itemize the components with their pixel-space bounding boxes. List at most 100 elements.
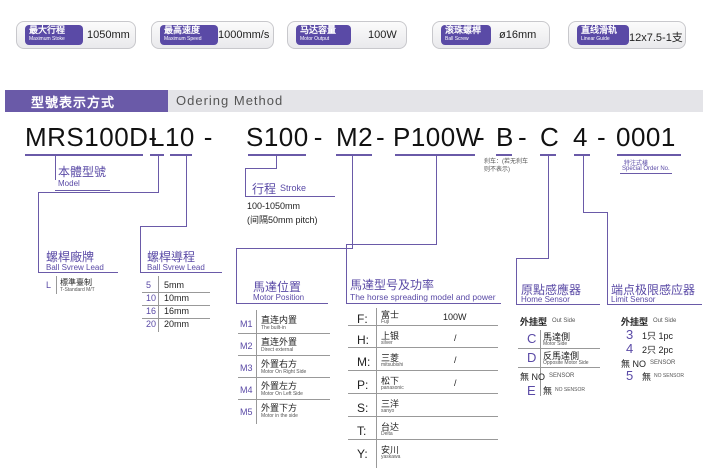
lead-value: 10mm: [164, 293, 190, 303]
motor-pos-row-divider: [238, 377, 330, 378]
lead-rule: [140, 272, 222, 273]
power-connector: [346, 244, 437, 245]
home-value: 馬達側: [543, 332, 571, 342]
spec-label-en: Maximum Speed: [164, 36, 202, 42]
power-value: 三洋: [381, 399, 400, 409]
code-special: 0001: [616, 122, 676, 152]
code-motor-pos: M2: [336, 122, 374, 152]
code-sep: -: [476, 122, 486, 152]
spec-label: 直线滑轨: [581, 25, 618, 35]
motor-pos-value: 外置下方: [261, 403, 298, 413]
code-sep: -: [597, 122, 607, 152]
underline-power: [395, 154, 475, 156]
home-row-divider: [518, 348, 600, 349]
lead-key: 10: [146, 293, 157, 303]
motor-pos-label-en: Motor Position: [253, 293, 305, 302]
power-row-divider: [348, 393, 498, 394]
spec-label-en: Ball Screw: [445, 36, 469, 42]
section-header-zh: 型號表示方式: [5, 90, 168, 112]
home-no-en: SENSOR: [549, 373, 575, 379]
home-label-en: Home Sensor: [521, 295, 570, 304]
power-row-divider: [348, 416, 498, 417]
motor-pos-sub: Motor On Right Side: [261, 369, 307, 375]
lead-value: 20mm: [164, 319, 190, 329]
spec-value: ø16mm: [499, 29, 537, 41]
power-value: 安川: [381, 445, 400, 455]
model-rule: [55, 190, 110, 191]
stroke-label-zh: 行程: [252, 182, 277, 196]
motor-pos-row-divider: [238, 355, 330, 356]
home-connector: [516, 258, 517, 304]
motor-pos-connector: [352, 156, 353, 248]
power-key: H:: [357, 333, 369, 347]
stroke-connector: [276, 156, 277, 168]
limit-key: 4: [626, 341, 634, 356]
motor-pos-value: 外置左方: [261, 381, 298, 391]
motor-pos-sub: Motor in the side: [261, 413, 298, 419]
power-watt: /: [454, 355, 457, 365]
power-connector: [436, 156, 437, 244]
lead-maker-label-zh: 螺桿廠牌: [46, 250, 95, 264]
code-sep: -: [518, 122, 528, 152]
code-model: MRS100D-: [25, 122, 158, 152]
model-label-zh: 本體型號: [58, 165, 107, 179]
limit-title-en: Out Side: [653, 318, 677, 324]
motor-pos-value: 直连外置: [261, 337, 298, 347]
power-divider: [376, 308, 377, 468]
stroke-range: 100-1050mm: [247, 201, 301, 211]
lead-maker-connector: [38, 192, 159, 193]
underline-stroke: [248, 154, 306, 156]
underline-lead-maker: [150, 154, 164, 156]
home-no: 無 NO: [520, 372, 546, 382]
limit-connector: [607, 212, 608, 304]
home-e-key: E: [527, 383, 536, 398]
home-e-en: NO SENSOR: [555, 387, 586, 393]
stroke-connector: [245, 168, 246, 196]
lead-connector: [186, 156, 187, 226]
limit-five-value: 無: [642, 372, 652, 382]
home-title-en: Out Side: [552, 318, 576, 324]
lead-maker-rule: [38, 272, 118, 273]
lead-key: 16: [146, 306, 157, 316]
motor-pos-key: M4: [240, 385, 253, 395]
power-key: T:: [357, 424, 367, 438]
home-value: 反馬達側: [543, 351, 580, 361]
power-sub: Fuji: [381, 319, 390, 325]
limit-five-en: NO SENSOR: [654, 373, 685, 379]
motor-pos-sub: The built-in: [261, 325, 286, 331]
underline-lead: [170, 154, 192, 156]
special-rule: [620, 173, 672, 174]
spec-value: 1050mm: [87, 29, 130, 41]
limit-no: 無 NO: [621, 359, 647, 369]
home-row-divider: [518, 367, 600, 368]
stroke-connector: [245, 168, 277, 169]
lead-value: 16mm: [164, 306, 190, 316]
home-sub: Opposite Motor Side: [543, 360, 589, 366]
power-rule: [346, 303, 501, 304]
home-title: 外挂型: [520, 317, 548, 327]
power-key: M:: [357, 355, 371, 369]
code-stroke: S100: [246, 122, 309, 152]
model-label-en: Model: [58, 179, 80, 188]
power-watt: /: [454, 378, 457, 388]
lead-maker-connector: [38, 192, 39, 272]
limit-value: 1只 1pc: [642, 331, 674, 341]
code-sep: -: [196, 122, 221, 152]
power-sub: Delta: [381, 431, 393, 437]
home-key: D: [527, 350, 537, 365]
underline-limit: [574, 154, 590, 156]
motor-pos-key: M2: [240, 341, 253, 351]
power-label-zh: 馬達型号及功率: [350, 278, 435, 292]
lead-maker-sub: T-Standard M/T: [60, 287, 95, 293]
power-value: 富士: [381, 310, 400, 320]
motor-pos-row-divider: [238, 333, 330, 334]
motor-pos-sub: Motor On Left Side: [261, 391, 303, 397]
motor-pos-rule: [236, 303, 328, 304]
code-brake: B: [496, 122, 514, 152]
limit-rule: [607, 304, 702, 305]
